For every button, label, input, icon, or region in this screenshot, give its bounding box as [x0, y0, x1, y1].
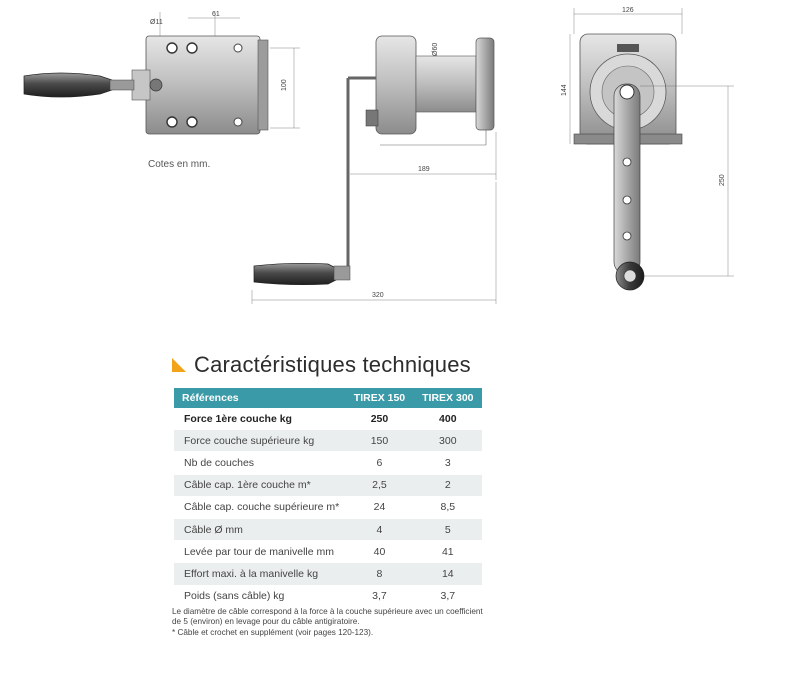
dim-crank-length: 250 — [719, 174, 726, 186]
dim-rear-height: 144 — [561, 84, 568, 96]
header-references: Références — [174, 388, 346, 408]
row-value-300: 2 — [413, 474, 482, 497]
table-row: Poids (sans câble) kg 3,7 3,7 — [174, 585, 482, 608]
section-heading: Caractéristiques techniques — [172, 352, 471, 378]
row-value-150: 150 — [345, 429, 414, 453]
footnote-supplement: * Câble et crochet en supplément (voir p… — [172, 627, 374, 637]
technical-drawings: Ø11 61 100 Ø60 189 320 — [23, 7, 734, 304]
dim-side-width: 189 — [418, 166, 430, 173]
footnotes: Le diamètre de câble correspond à la for… — [172, 607, 492, 638]
side-view — [251, 35, 497, 304]
row-value-300: 8,5 — [413, 496, 482, 519]
row-value-150: 250 — [345, 408, 414, 431]
header-tirex-150: TIREX 150 — [345, 388, 414, 408]
specs-table: Références TIREX 150 TIREX 300 Force 1èr… — [174, 388, 482, 608]
row-value-150: 3,7 — [345, 585, 414, 608]
row-value-300: 3,7 — [413, 585, 482, 608]
row-value-150: 24 — [345, 496, 414, 519]
row-label: Levée par tour de manivelle mm — [174, 540, 346, 564]
row-value-300: 14 — [413, 562, 482, 586]
rear-view — [569, 8, 734, 291]
row-value-300: 400 — [413, 408, 482, 431]
row-label: Force couche supérieure kg — [174, 429, 346, 453]
row-value-300: 300 — [413, 429, 482, 453]
table-row: Nb de couches 6 3 — [174, 451, 482, 475]
row-value-300: 41 — [413, 540, 482, 564]
row-value-150: 4 — [345, 518, 414, 542]
table-row: Force 1ère couche kg 250 400 — [174, 408, 482, 431]
dim-drum-diameter: Ø60 — [432, 43, 439, 56]
row-value-150: 40 — [345, 540, 414, 564]
row-label: Câble Ø mm — [174, 518, 346, 542]
table-row: Levée par tour de manivelle mm 40 41 — [174, 540, 482, 564]
row-value-150: 6 — [345, 451, 414, 475]
row-label: Poids (sans câble) kg — [174, 585, 346, 608]
header-tirex-300: TIREX 300 — [413, 388, 482, 408]
row-label: Nb de couches — [174, 451, 346, 475]
section-title: Caractéristiques techniques — [194, 352, 471, 377]
row-label: Force 1ère couche kg — [174, 408, 346, 431]
footnote-cable: Le diamètre de câble correspond à la for… — [172, 607, 483, 627]
table-row: Force couche supérieure kg 150 300 — [174, 429, 482, 453]
units-note: Cotes en mm. — [148, 159, 211, 170]
dim-rear-width: 126 — [622, 7, 634, 14]
dim-hole-diameter: Ø11 — [150, 19, 163, 26]
table-row: Câble cap. couche supérieure m* 24 8,5 — [174, 496, 482, 519]
front-view — [23, 12, 300, 135]
accent-triangle-icon — [172, 358, 186, 372]
row-label: Câble cap. 1ère couche m* — [174, 474, 346, 497]
row-label: Câble cap. couche supérieure m* — [174, 496, 346, 519]
dim-crank-span: 320 — [372, 292, 384, 299]
row-value-300: 5 — [413, 518, 482, 542]
row-value-150: 2,5 — [345, 474, 414, 497]
table-row: Câble cap. 1ère couche m* 2,5 2 — [174, 474, 482, 497]
row-label: Effort maxi. à la manivelle kg — [174, 562, 346, 586]
row-value-150: 8 — [345, 562, 414, 586]
table-header-row: Références TIREX 150 TIREX 300 — [174, 388, 482, 408]
table-row: Effort maxi. à la manivelle kg 8 14 — [174, 562, 482, 586]
dim-hole-spacing: 61 — [212, 11, 220, 18]
dim-front-height: 100 — [281, 79, 288, 91]
table-row: Câble Ø mm 4 5 — [174, 518, 482, 542]
row-value-300: 3 — [413, 451, 482, 475]
